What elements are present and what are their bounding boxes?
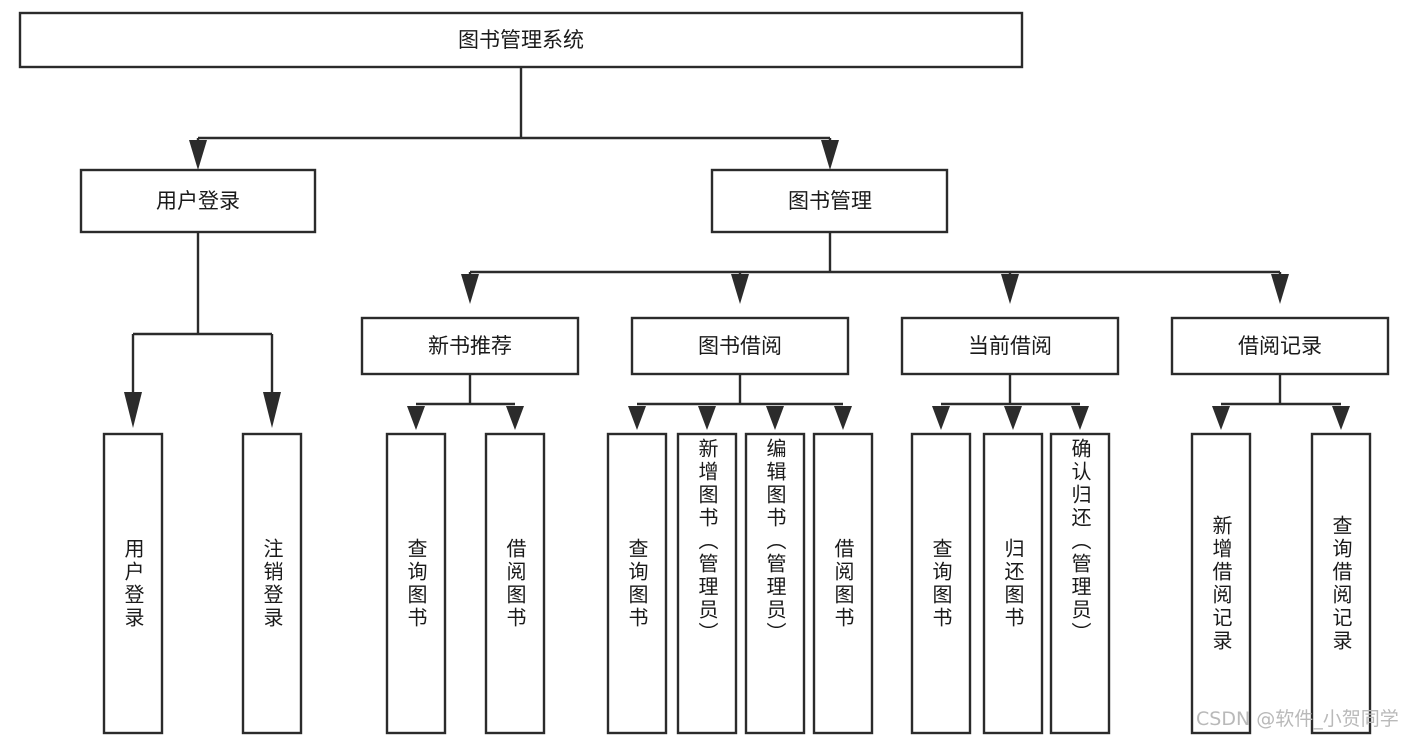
- node-root-box[interactable]: [18, 11, 1024, 69]
- node-book-borrow-box[interactable]: [630, 316, 850, 376]
- node-leaf-cur-query-book-box[interactable]: [910, 432, 972, 735]
- arrow-head-leaf-confirm-return-admin: [1071, 406, 1089, 430]
- node-leaf-borrow-book-box[interactable]: [812, 432, 874, 735]
- arrow-head-borrow-record: [1271, 274, 1289, 304]
- node-leaf-rec-borrow-book-box[interactable]: [484, 432, 546, 735]
- node-current-borrow-box[interactable]: [900, 316, 1120, 376]
- node-book-borrow[interactable]: 图书借阅: [630, 316, 850, 376]
- arrow-head-user-login: [189, 140, 207, 170]
- connector-group-root: [189, 67, 839, 170]
- arrow-head-leaf-borrow-book: [834, 406, 852, 430]
- node-new-book-rec-box[interactable]: [360, 316, 580, 376]
- arrow-head-leaf-return-book: [1004, 406, 1022, 430]
- node-borrow-record-box[interactable]: [1170, 316, 1390, 376]
- node-leaf-query-borrow-record-box[interactable]: [1310, 432, 1372, 735]
- node-user-login-box[interactable]: [79, 168, 317, 234]
- node-leaf-add-borrow-record-box[interactable]: [1190, 432, 1252, 735]
- node-new-book-rec[interactable]: 新书推荐: [360, 316, 580, 376]
- node-leaf-borrow-query-book-box[interactable]: [606, 432, 668, 735]
- node-leaf-user-logout-box[interactable]: [241, 432, 303, 735]
- node-leaf-rec-query-book-box[interactable]: [385, 432, 447, 735]
- arrow-head-leaf-query-borrow-record: [1332, 406, 1350, 430]
- node-book-manage-box[interactable]: [710, 168, 949, 234]
- arrow-head-leaf-add-borrow-record: [1212, 406, 1230, 430]
- arrow-head-leaf-user-logout: [263, 392, 281, 428]
- connector-group-user-login: [124, 232, 281, 428]
- node-book-manage-label: 图书管理: [788, 189, 872, 213]
- node-leaf-edit-book-admin-box[interactable]: [744, 432, 806, 735]
- node-root[interactable]: 图书管理系统: [18, 11, 1024, 69]
- node-new-book-rec-label: 新书推荐: [428, 334, 512, 358]
- connector-group-new-book-rec: [407, 374, 524, 430]
- arrow-head-leaf-borrow-query-book: [628, 406, 646, 430]
- node-book-borrow-label: 图书借阅: [698, 334, 782, 358]
- arrow-head-current-borrow: [1001, 274, 1019, 304]
- node-user-login[interactable]: 用户登录: [79, 168, 317, 234]
- connector-group-borrow-record: [1212, 374, 1350, 430]
- node-borrow-record-label: 借阅记录: [1238, 334, 1322, 358]
- arrow-head-leaf-user-login: [124, 392, 142, 428]
- node-current-borrow-label: 当前借阅: [968, 334, 1052, 358]
- leaf-boxes-group: [102, 432, 1372, 735]
- node-leaf-add-book-admin-box[interactable]: [676, 432, 738, 735]
- arrow-head-leaf-add-book-admin: [698, 406, 716, 430]
- arrow-head-leaf-edit-book-admin: [766, 406, 784, 430]
- arrow-head-book-borrow: [731, 274, 749, 304]
- connector-group-book-manage: [461, 232, 1289, 304]
- connector-group-current-borrow: [932, 374, 1089, 430]
- arrow-head-book-manage: [821, 140, 839, 170]
- node-leaf-user-login-box[interactable]: [102, 432, 164, 735]
- arrow-head-new-book-rec: [461, 274, 479, 304]
- csdn-watermark: CSDN @软件_小贺同学: [1196, 708, 1399, 730]
- arrow-head-leaf-rec-borrow-book: [506, 406, 524, 430]
- node-user-login-label: 用户登录: [156, 189, 240, 213]
- node-current-borrow[interactable]: 当前借阅: [900, 316, 1120, 376]
- node-root-label: 图书管理系统: [458, 28, 584, 52]
- connector-group-book-borrow: [628, 374, 852, 430]
- arrow-head-leaf-rec-query-book: [407, 406, 425, 430]
- node-book-manage[interactable]: 图书管理: [710, 168, 949, 234]
- node-leaf-confirm-return-admin-box[interactable]: [1049, 432, 1111, 735]
- arrow-head-leaf-cur-query-book: [932, 406, 950, 430]
- node-leaf-return-book-box[interactable]: [982, 432, 1044, 735]
- node-borrow-record[interactable]: 借阅记录: [1170, 316, 1390, 376]
